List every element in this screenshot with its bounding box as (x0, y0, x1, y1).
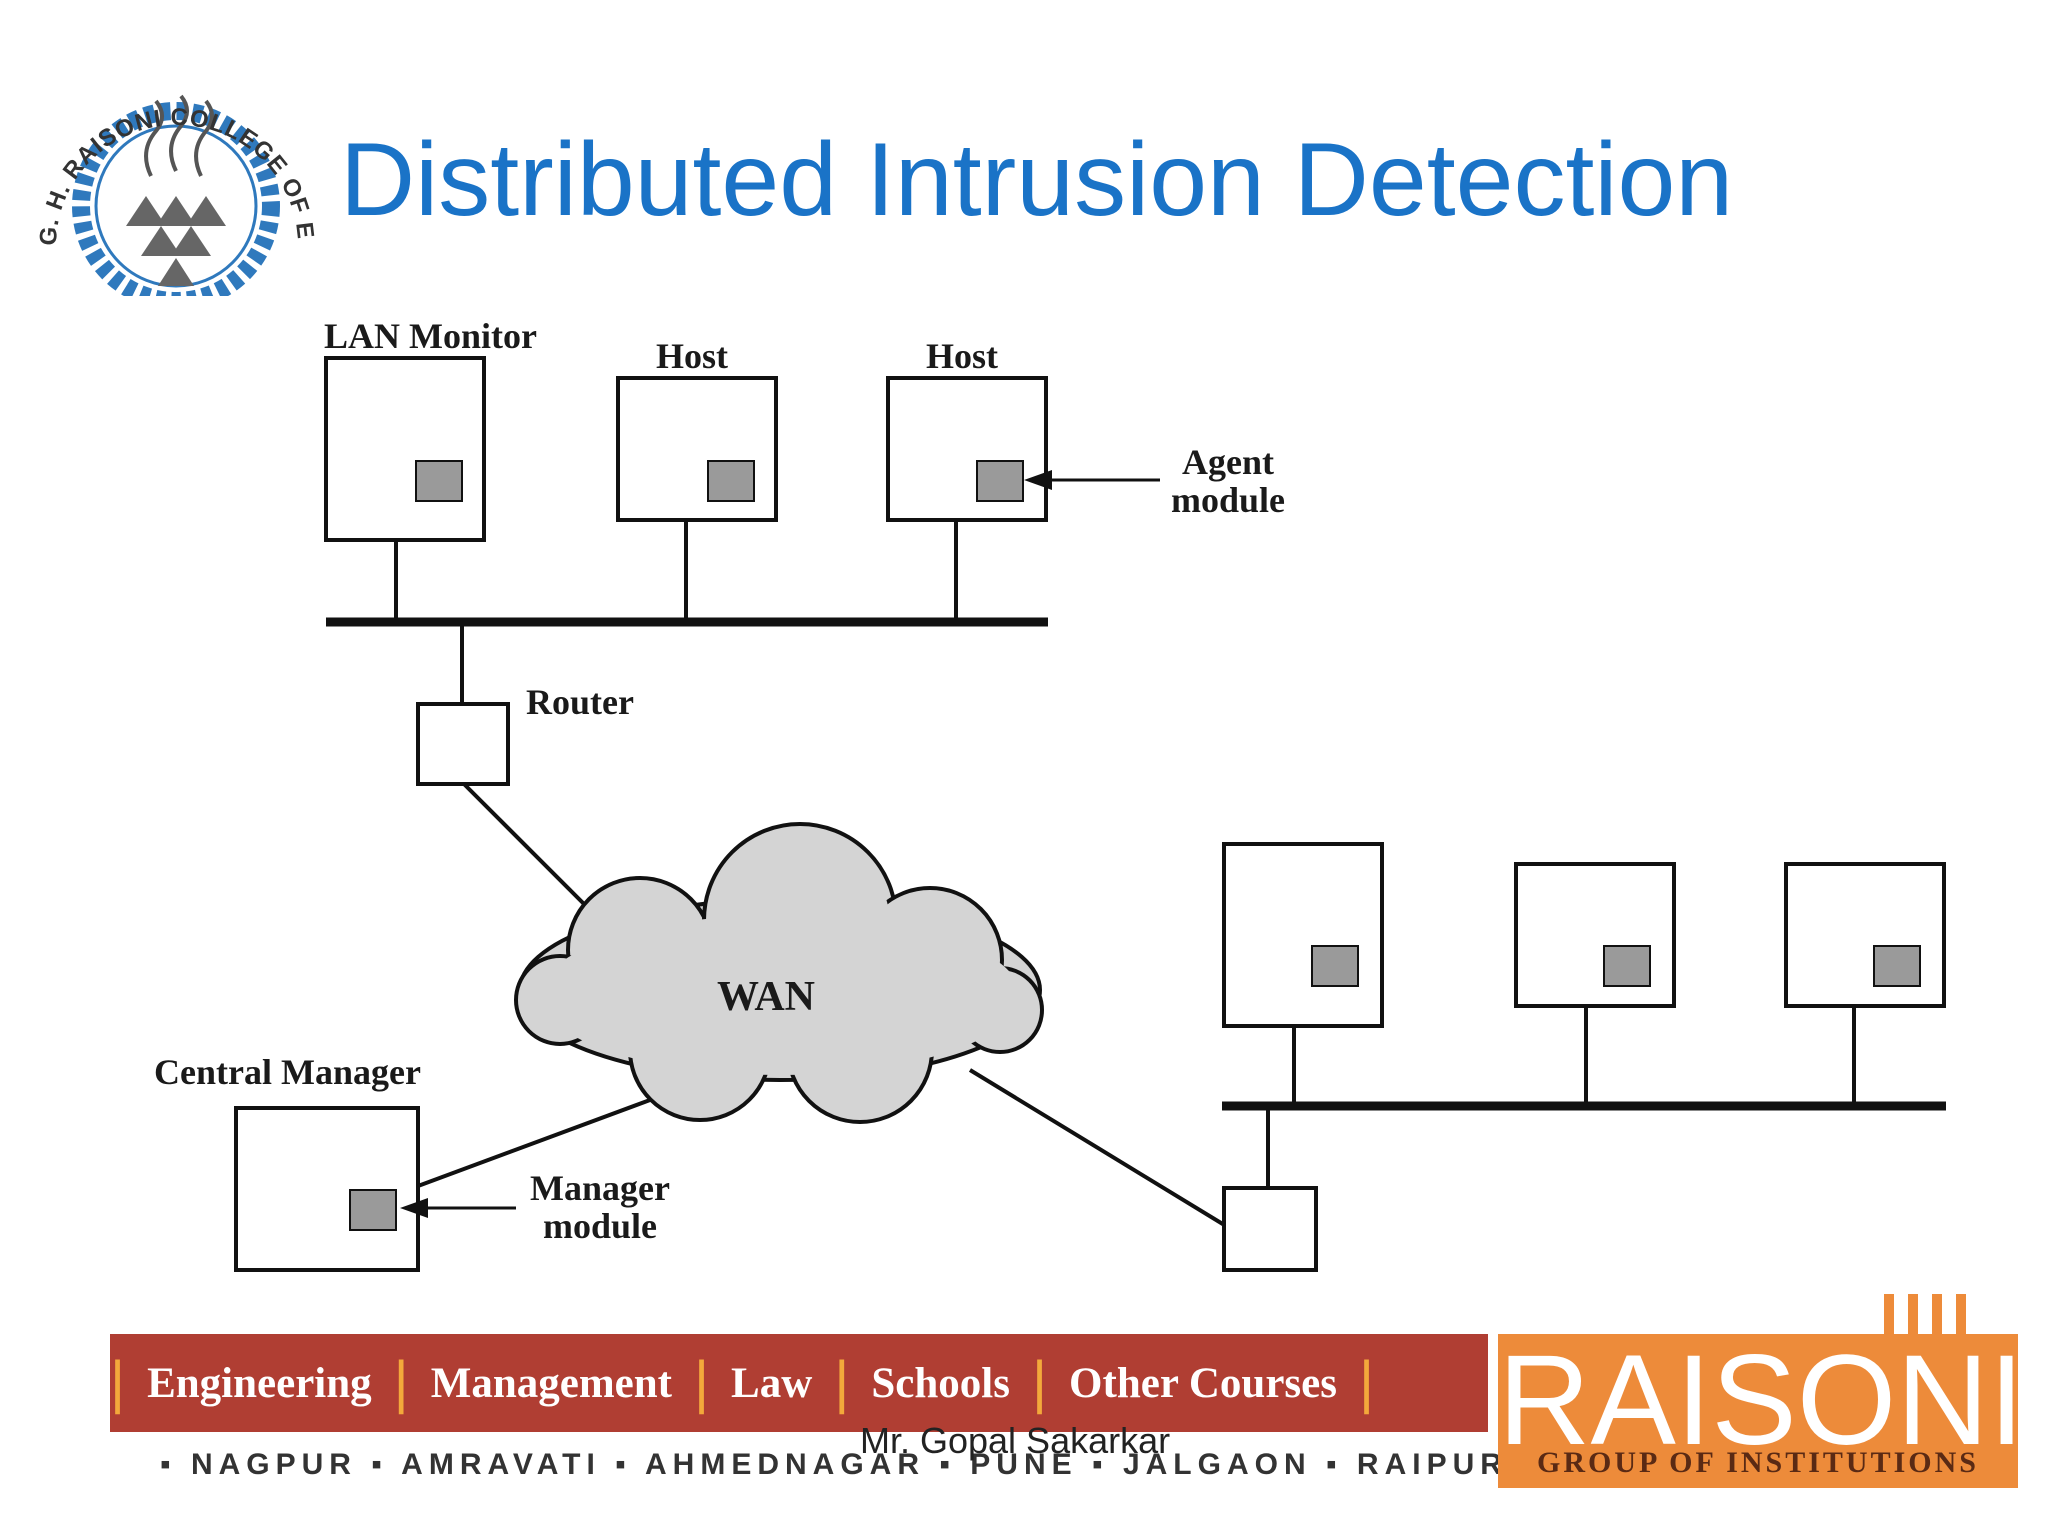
host-node-2 (886, 376, 1048, 522)
footer-separator: | (1031, 1350, 1048, 1415)
agent-module-box (1873, 945, 1921, 987)
remote-host-node-1 (1222, 842, 1384, 1028)
manager-pointer-arrow (400, 1198, 428, 1218)
slide-title: Distributed Intrusion Detection (340, 122, 1734, 238)
manager-module-label-2: module (543, 1206, 657, 1246)
footer-menu-bar: | Engineering | Management | Law | Schoo… (110, 1334, 1488, 1432)
author-name: Mr. Gopal Sakarkar (860, 1420, 1171, 1461)
remote-host-node-3 (1784, 862, 1946, 1008)
footer-separator: | (834, 1350, 850, 1415)
central-manager-node (234, 1106, 420, 1272)
lan-monitor-label: LAN Monitor (324, 316, 537, 356)
agent-module-box (415, 460, 463, 502)
footer-separator: | (110, 1350, 126, 1415)
network-diagram: LAN Monitor Host Host Agent module Route… (154, 316, 1946, 1272)
brand-name: RAISONI (1498, 1329, 2025, 1472)
host-label-1: Host (656, 336, 728, 376)
footer-item-management[interactable]: Management (430, 1359, 672, 1407)
agent-module-box (1603, 945, 1651, 987)
footer-separator: | (1358, 1350, 1375, 1415)
router-wan-link (462, 782, 598, 918)
host-node-1 (616, 376, 778, 522)
manager-module-label: Manager (530, 1168, 670, 1208)
wan-label: WAN (717, 974, 815, 1020)
agent-module-box (976, 460, 1024, 502)
footer-item-schools[interactable]: Schools (871, 1359, 1010, 1407)
router-box (416, 702, 510, 786)
manager-wan-link (417, 1098, 651, 1188)
agent-module-box (1311, 945, 1359, 987)
manager-module-box (349, 1189, 397, 1231)
wan-cloud (514, 822, 1044, 1124)
host-label-2: Host (926, 336, 998, 376)
brand-tagline: GROUP OF INSTITUTIONS (1537, 1446, 1979, 1479)
footer-item-other-courses[interactable]: Other Courses (1069, 1359, 1337, 1407)
remote-host-node-2 (1514, 862, 1676, 1008)
agent-module-label: Agent (1182, 442, 1274, 482)
college-logo: G. H. RAISONI COLLEGE OF ENGINEERING (16, 46, 316, 296)
lan-monitor-node (324, 356, 486, 542)
wan-router-link-2 (968, 1068, 1228, 1228)
central-manager-label: Central Manager (154, 1052, 421, 1092)
agent-module-box (707, 460, 755, 502)
footer-item-engineering[interactable]: Engineering (147, 1359, 372, 1407)
footer-separator: | (393, 1350, 409, 1415)
footer-separator: | (693, 1350, 710, 1415)
agent-module-label-2: module (1171, 480, 1285, 520)
agent-pointer-arrow (1024, 470, 1052, 490)
raisoni-brand-logo: RAISONI GROUP OF INSTITUTIONS (1498, 1329, 2025, 1488)
campus-cities: ▪ NAGPUR ▪ AMRAVATI ▪ AHMEDNAGAR ▪ PUNE … (160, 1448, 1539, 1481)
footer-item-law[interactable]: Law (731, 1359, 813, 1407)
router-label: Router (526, 682, 634, 722)
brand-columns-icon (1884, 1294, 1966, 1336)
router-box-2 (1222, 1186, 1318, 1272)
